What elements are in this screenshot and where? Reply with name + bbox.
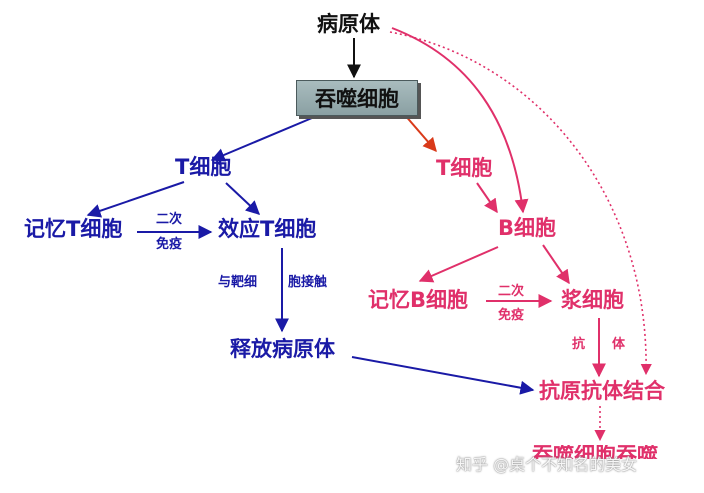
arrow-macrophage-to-t-left [210, 117, 313, 162]
arrow-pathogen-to-antigen-antibody-dotted [389, 31, 652, 376]
node-phagocytosis-text: 吞噬细胞吞噬 [532, 445, 658, 459]
arrow-t-left-to-memory-t [86, 181, 185, 218]
label-contact-left: 与靶细 [218, 275, 258, 290]
node-macrophage: 吞噬细胞 [296, 80, 418, 116]
watermark: 知乎 @桌个不知名的美女 [456, 455, 638, 474]
arrow-t-right-to-b-cell [476, 182, 498, 214]
node-antigen-antibody-binding: 抗原抗体结合 [539, 379, 665, 403]
label-contact-right: 胞接触 [288, 275, 328, 290]
arrow-release-to-antigen-antibody [351, 356, 535, 395]
node-t-cell-left: T细胞 [175, 155, 232, 179]
node-plasma-cell: 浆细胞 [561, 288, 624, 312]
node-effector-t-cell: 效应T细胞 [218, 217, 317, 241]
arrow-t-left-to-effector-t [225, 182, 261, 215]
node-t-cell-right: T细胞 [436, 156, 493, 180]
node-pathogen: 病原体 [317, 12, 380, 36]
arrow-pathogen-to-b-cell [391, 27, 529, 214]
node-phagocytosis: 吞噬细胞吞噬 [532, 445, 682, 459]
arrow-macrophage-to-t-right [403, 113, 437, 153]
label-antibody-left: 抗 [572, 337, 586, 352]
node-b-cell: B细胞 [498, 216, 557, 240]
label-second-immune-right-bottom: 免疫 [498, 308, 525, 323]
label-second-immune-left-bottom: 免疫 [156, 237, 183, 252]
label-second-immune-left-top: 二次 [156, 212, 183, 227]
label-second-immune-right-top: 二次 [498, 284, 525, 299]
arrow-b-cell-to-plasma [542, 244, 570, 285]
node-release-pathogen: 释放病原体 [230, 337, 335, 361]
node-memory-t-cell: 记忆T细胞 [24, 217, 123, 241]
label-antibody-right: 体 [612, 337, 626, 352]
arrow-b-cell-to-memory-b [418, 246, 499, 283]
node-memory-b-cell: 记忆B细胞 [368, 288, 469, 312]
